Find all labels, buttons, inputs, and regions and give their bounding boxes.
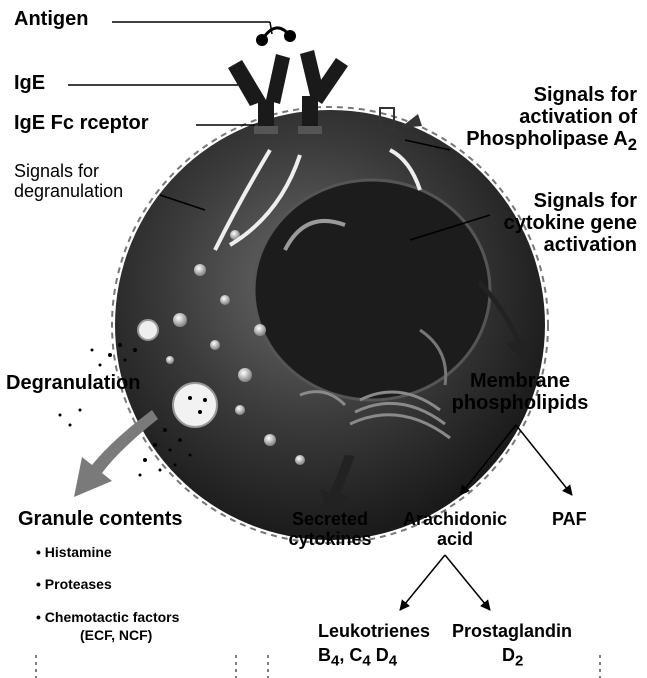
- leukotriene-c-subscript: 4: [362, 653, 370, 670]
- signals-degranulation-label: Signals for degranulation: [14, 162, 123, 202]
- prostaglandin-label: Prostaglandin: [452, 622, 572, 642]
- leukotriene-b-subscript: 4: [331, 653, 339, 670]
- granule-item-proteases: Proteases: [36, 577, 112, 592]
- signals-pla2-text: Signals for activation of Phospholipase …: [466, 84, 637, 150]
- membrane-phospholipids-label: Membrane phospholipids: [440, 370, 600, 414]
- degranulation-label: Degranulation: [6, 372, 140, 394]
- leukotriene-c: C: [349, 645, 362, 665]
- leukotriene-d: D: [376, 645, 389, 665]
- ige-label: IgE: [14, 72, 45, 94]
- signals-pla2-subscript: 2: [628, 135, 637, 154]
- leukotriene-b: B: [318, 645, 331, 665]
- antigen-label: Antigen: [14, 8, 88, 30]
- prostaglandin-d-subscript: 2: [515, 653, 523, 670]
- leukotrienes-subtypes: B4, C4 D4: [318, 646, 397, 670]
- paf-label: PAF: [552, 510, 587, 530]
- leukotriene-d-subscript: 4: [389, 653, 397, 670]
- ige-receptor-label: IgE Fc rceptor: [14, 112, 148, 134]
- granule-items-note: (ECF, NCF): [80, 628, 152, 643]
- granule-item-histamine: Histamine: [36, 545, 112, 560]
- prostaglandin-d: D: [502, 645, 515, 665]
- nucleus: [254, 180, 490, 400]
- granule-item-chemotactic: Chemotactic factors: [36, 610, 179, 625]
- signals-pla2-label: Signals for activation of Phospholipase …: [466, 84, 637, 154]
- granule-contents-label: Granule contents: [18, 508, 182, 530]
- prostaglandin-subtype: D2: [502, 646, 523, 670]
- antigen-molecule: [256, 28, 296, 46]
- arachidonic-acid-label: Arachidonic acid: [395, 510, 515, 550]
- secreted-cytokines-label: Secreted cytokines: [270, 510, 390, 550]
- signals-cytokine-label: Signals for cytokine gene activation: [504, 190, 637, 256]
- leukotrienes-label: Leukotrienes: [318, 622, 430, 642]
